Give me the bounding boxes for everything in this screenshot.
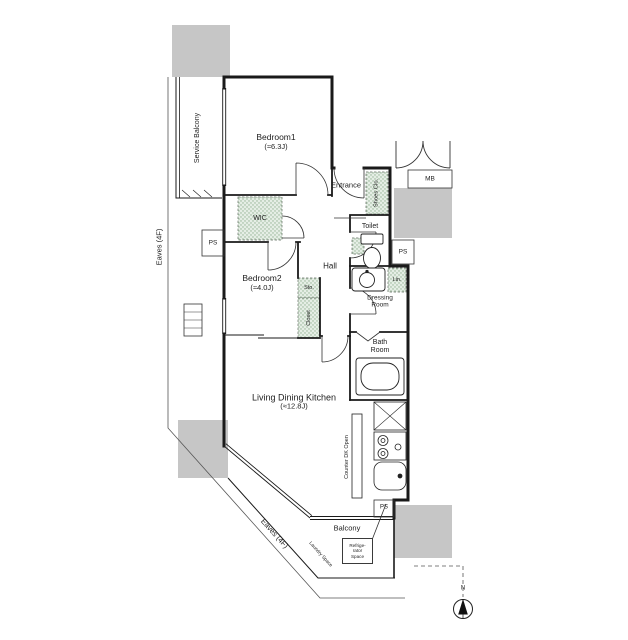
label-wic: WIC — [253, 214, 267, 222]
kitchen-sink-icon — [373, 461, 407, 491]
refrigerator-space-icon — [373, 401, 407, 431]
thin-lines — [201, 169, 453, 541]
bedroom1-door-arc — [295, 162, 329, 196]
bathtub-icon — [355, 357, 405, 396]
service-balcony-outline — [175, 77, 222, 199]
ldk-name: Living Dining Kitchen — [251, 392, 337, 403]
label-ps-left: PS — [208, 239, 218, 247]
toilet-fixture-icon — [360, 233, 384, 269]
bath-line1: Bath — [372, 338, 388, 346]
label-toilet: Toilet — [361, 222, 379, 230]
ldk-size: (≈12.8J) — [280, 401, 308, 411]
entrance-door-arc — [333, 167, 365, 199]
left-shaft-icon — [183, 303, 203, 337]
label-north: N — [460, 585, 466, 592]
ps-right-box — [391, 239, 415, 265]
label-counter: Counter DK Open — [343, 435, 350, 479]
bath-fold-door — [355, 331, 381, 342]
label-dressing-room: Dressing Room — [367, 295, 393, 310]
label-bedroom1: Bedroom1 (≈6.3J) — [256, 131, 296, 151]
storage-boxes — [237, 171, 407, 339]
washbasin-icon — [351, 267, 386, 292]
mb-box — [407, 169, 453, 189]
bedroom2-door-arc — [267, 241, 297, 271]
label-service-balcony: Service Balcony — [193, 112, 201, 164]
pillar-blocks — [172, 25, 452, 558]
label-eaves-left: Eaves (4F) — [154, 228, 164, 266]
stove-icon — [373, 431, 407, 461]
label-bedroom2: Bedroom2 (≈4.0J) — [242, 272, 282, 292]
note-leader-line — [371, 503, 387, 541]
label-ps-bottom: PS — [379, 504, 389, 511]
label-linen: Lin. — [392, 276, 402, 283]
interior-walls — [223, 167, 409, 401]
ps-bottom-box — [373, 499, 395, 518]
ps-left-box — [201, 229, 225, 257]
counter-icon — [351, 413, 363, 499]
label-mb: MB — [425, 175, 435, 183]
windows — [222, 88, 394, 520]
dressing-line2: Room — [371, 302, 389, 309]
sliding-door — [224, 334, 298, 339]
north-arrow-icon — [453, 599, 473, 619]
label-hall: Hall — [323, 261, 337, 271]
wic-box — [237, 196, 283, 241]
label-bath-room: Bath Room — [371, 339, 390, 355]
hall-ldk-door-arc — [321, 335, 349, 363]
bedroom1-name: Bedroom1 — [256, 131, 296, 142]
dressing-line1: Dressing — [367, 294, 393, 302]
refrigerator-note: Refrige- rator Space — [342, 538, 373, 564]
label-closet: Closet — [305, 310, 312, 326]
shoes-closet-box — [365, 171, 389, 215]
balcony-railing — [227, 477, 395, 579]
fridge-note-line3: Space — [350, 553, 365, 559]
label-balcony: Balcony — [333, 523, 361, 533]
fridge-note-line1: Refrige- — [349, 542, 366, 548]
boundary-dashed-line — [414, 565, 464, 597]
bedroom2-size: (≈4.0J) — [250, 282, 274, 292]
label-storage: Sto. — [304, 284, 314, 291]
bath-line2: Room — [370, 347, 390, 354]
label-entrance: Entrance — [330, 180, 362, 190]
entrance-porch-doors-icon — [395, 140, 451, 169]
label-shoes-closet: Shoes Clo. — [373, 178, 380, 208]
label-ldk: Living Dining Kitchen (≈12.8J) — [252, 393, 336, 412]
linen-box — [387, 267, 407, 293]
bedroom1-size: (≈6.3J) — [264, 141, 288, 151]
fridge-note-line2: rator — [352, 548, 363, 554]
wic-door-arc — [281, 215, 305, 239]
label-ps-right: PS — [398, 248, 408, 256]
door-arcs — [267, 162, 381, 363]
eaves-line — [167, 77, 405, 599]
bedroom2-name: Bedroom2 — [242, 272, 282, 283]
